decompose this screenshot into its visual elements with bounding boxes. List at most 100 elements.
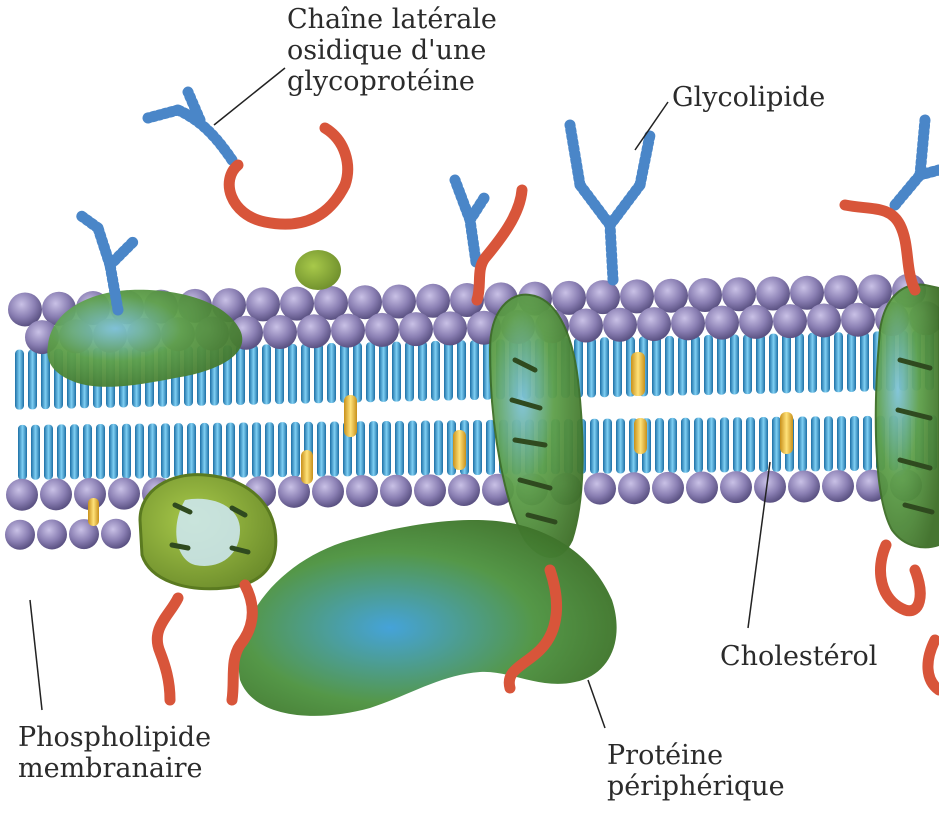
lipid-tail	[704, 335, 713, 395]
glycoprotein-chain-label-line3: glycoprotéine	[287, 66, 497, 97]
phospholipid-head	[671, 306, 705, 340]
lipid-tail	[824, 416, 833, 471]
phospholipid-head	[263, 315, 297, 349]
cholesterol-molecule	[780, 412, 793, 454]
lipid-tail	[327, 343, 336, 403]
lipid-tail	[187, 423, 196, 478]
phospholipid-head	[739, 305, 773, 339]
lipid-tail	[379, 342, 388, 402]
phospholipid-head	[584, 473, 616, 505]
lipid-tail	[135, 424, 144, 479]
phospholipid-head	[331, 314, 365, 348]
phospholipid-label-line2: membranaire	[18, 753, 211, 784]
lipid-tail	[694, 418, 703, 473]
lipid-tail	[655, 418, 664, 473]
lipid-tail	[291, 422, 300, 477]
lipid-tail	[590, 419, 599, 474]
lipid-tail	[720, 417, 729, 472]
phospholipid-head	[618, 472, 650, 504]
lipid-tail	[122, 424, 131, 479]
phospholipid-head	[399, 312, 433, 346]
lipid-tail	[587, 337, 596, 397]
phospholipid-head	[101, 519, 131, 549]
lipid-tail	[239, 422, 248, 477]
lipid-tail	[756, 334, 765, 394]
lipid-tail	[707, 418, 716, 473]
lipid-tail	[665, 336, 674, 396]
lipid-tail	[850, 416, 859, 471]
lipid-tail	[473, 420, 482, 475]
lipid-tail	[652, 336, 661, 396]
lipid-tail	[746, 417, 755, 472]
lipid-tail	[730, 334, 739, 394]
lipid-tail	[31, 425, 40, 480]
phospholipid-head	[40, 478, 72, 510]
phospholipid-head	[414, 474, 446, 506]
phospholipid-label-line1: Phospholipide	[18, 722, 211, 753]
lipid-tail	[28, 349, 37, 409]
lipid-tail	[470, 340, 479, 400]
lipid-tail	[317, 422, 326, 477]
lipid-tail	[600, 337, 609, 397]
lipid-tail	[811, 416, 820, 471]
lipid-tail	[18, 425, 27, 480]
lipid-tail	[382, 421, 391, 476]
phospholipid-head	[807, 303, 841, 337]
lipid-tail	[213, 423, 222, 478]
lipid-tail	[837, 416, 846, 471]
lipid-tail	[444, 341, 453, 401]
cholesterol-molecule	[453, 430, 466, 470]
glycoprotein-chain-label-line1: Chaîne latérale	[287, 4, 497, 35]
cholesterol-molecule	[301, 450, 313, 484]
cholesterol-molecule	[634, 418, 647, 454]
lipid-tail	[395, 421, 404, 476]
lipid-tail	[200, 423, 209, 478]
lipid-tail	[616, 418, 625, 473]
lipid-tail	[457, 340, 466, 400]
lipid-tail	[691, 335, 700, 395]
phospholipid-head	[637, 307, 671, 341]
peripheral-protein-label-line1: Protéine	[607, 740, 785, 771]
phospholipid-head	[312, 476, 344, 508]
lipid-tail	[57, 424, 66, 479]
phospholipid-head	[365, 313, 399, 347]
lipid-tail	[795, 333, 804, 393]
lipid-tail	[821, 333, 830, 393]
lipid-tail	[743, 334, 752, 394]
lipid-tail	[421, 421, 430, 476]
lipid-tail	[83, 424, 92, 479]
small-protein	[295, 250, 341, 290]
lipid-tail	[860, 332, 869, 392]
phospholipid-head	[841, 303, 875, 337]
phospholipid-head	[773, 304, 807, 338]
lipid-tail	[236, 345, 245, 405]
lipid-tail	[109, 424, 118, 479]
phospholipid-head	[108, 478, 140, 510]
phospholipid-head	[754, 471, 786, 503]
lipid-tail	[782, 333, 791, 393]
lipid-tail	[847, 332, 856, 392]
phospholipid-head	[448, 474, 480, 506]
lipid-tail	[301, 344, 310, 404]
phospholipid-head	[569, 309, 603, 343]
lipid-tail	[392, 342, 401, 402]
lipid-tail	[15, 350, 24, 410]
lipid-tail	[434, 420, 443, 475]
lipid-tail	[759, 417, 768, 472]
lipid-tail	[70, 424, 79, 479]
lipid-tail	[431, 341, 440, 401]
lipid-tail	[603, 419, 612, 474]
phospholipid-head	[5, 520, 35, 550]
lipid-tail	[366, 342, 375, 402]
phospholipid-head	[297, 314, 331, 348]
lipid-tail	[405, 341, 414, 401]
lipid-tail	[265, 422, 274, 477]
phospholipid-head	[652, 472, 684, 504]
lipid-tail	[733, 417, 742, 472]
lipid-tail	[356, 421, 365, 476]
lipid-tail	[278, 422, 287, 477]
lipid-tail	[96, 424, 105, 479]
lipid-tail	[369, 421, 378, 476]
